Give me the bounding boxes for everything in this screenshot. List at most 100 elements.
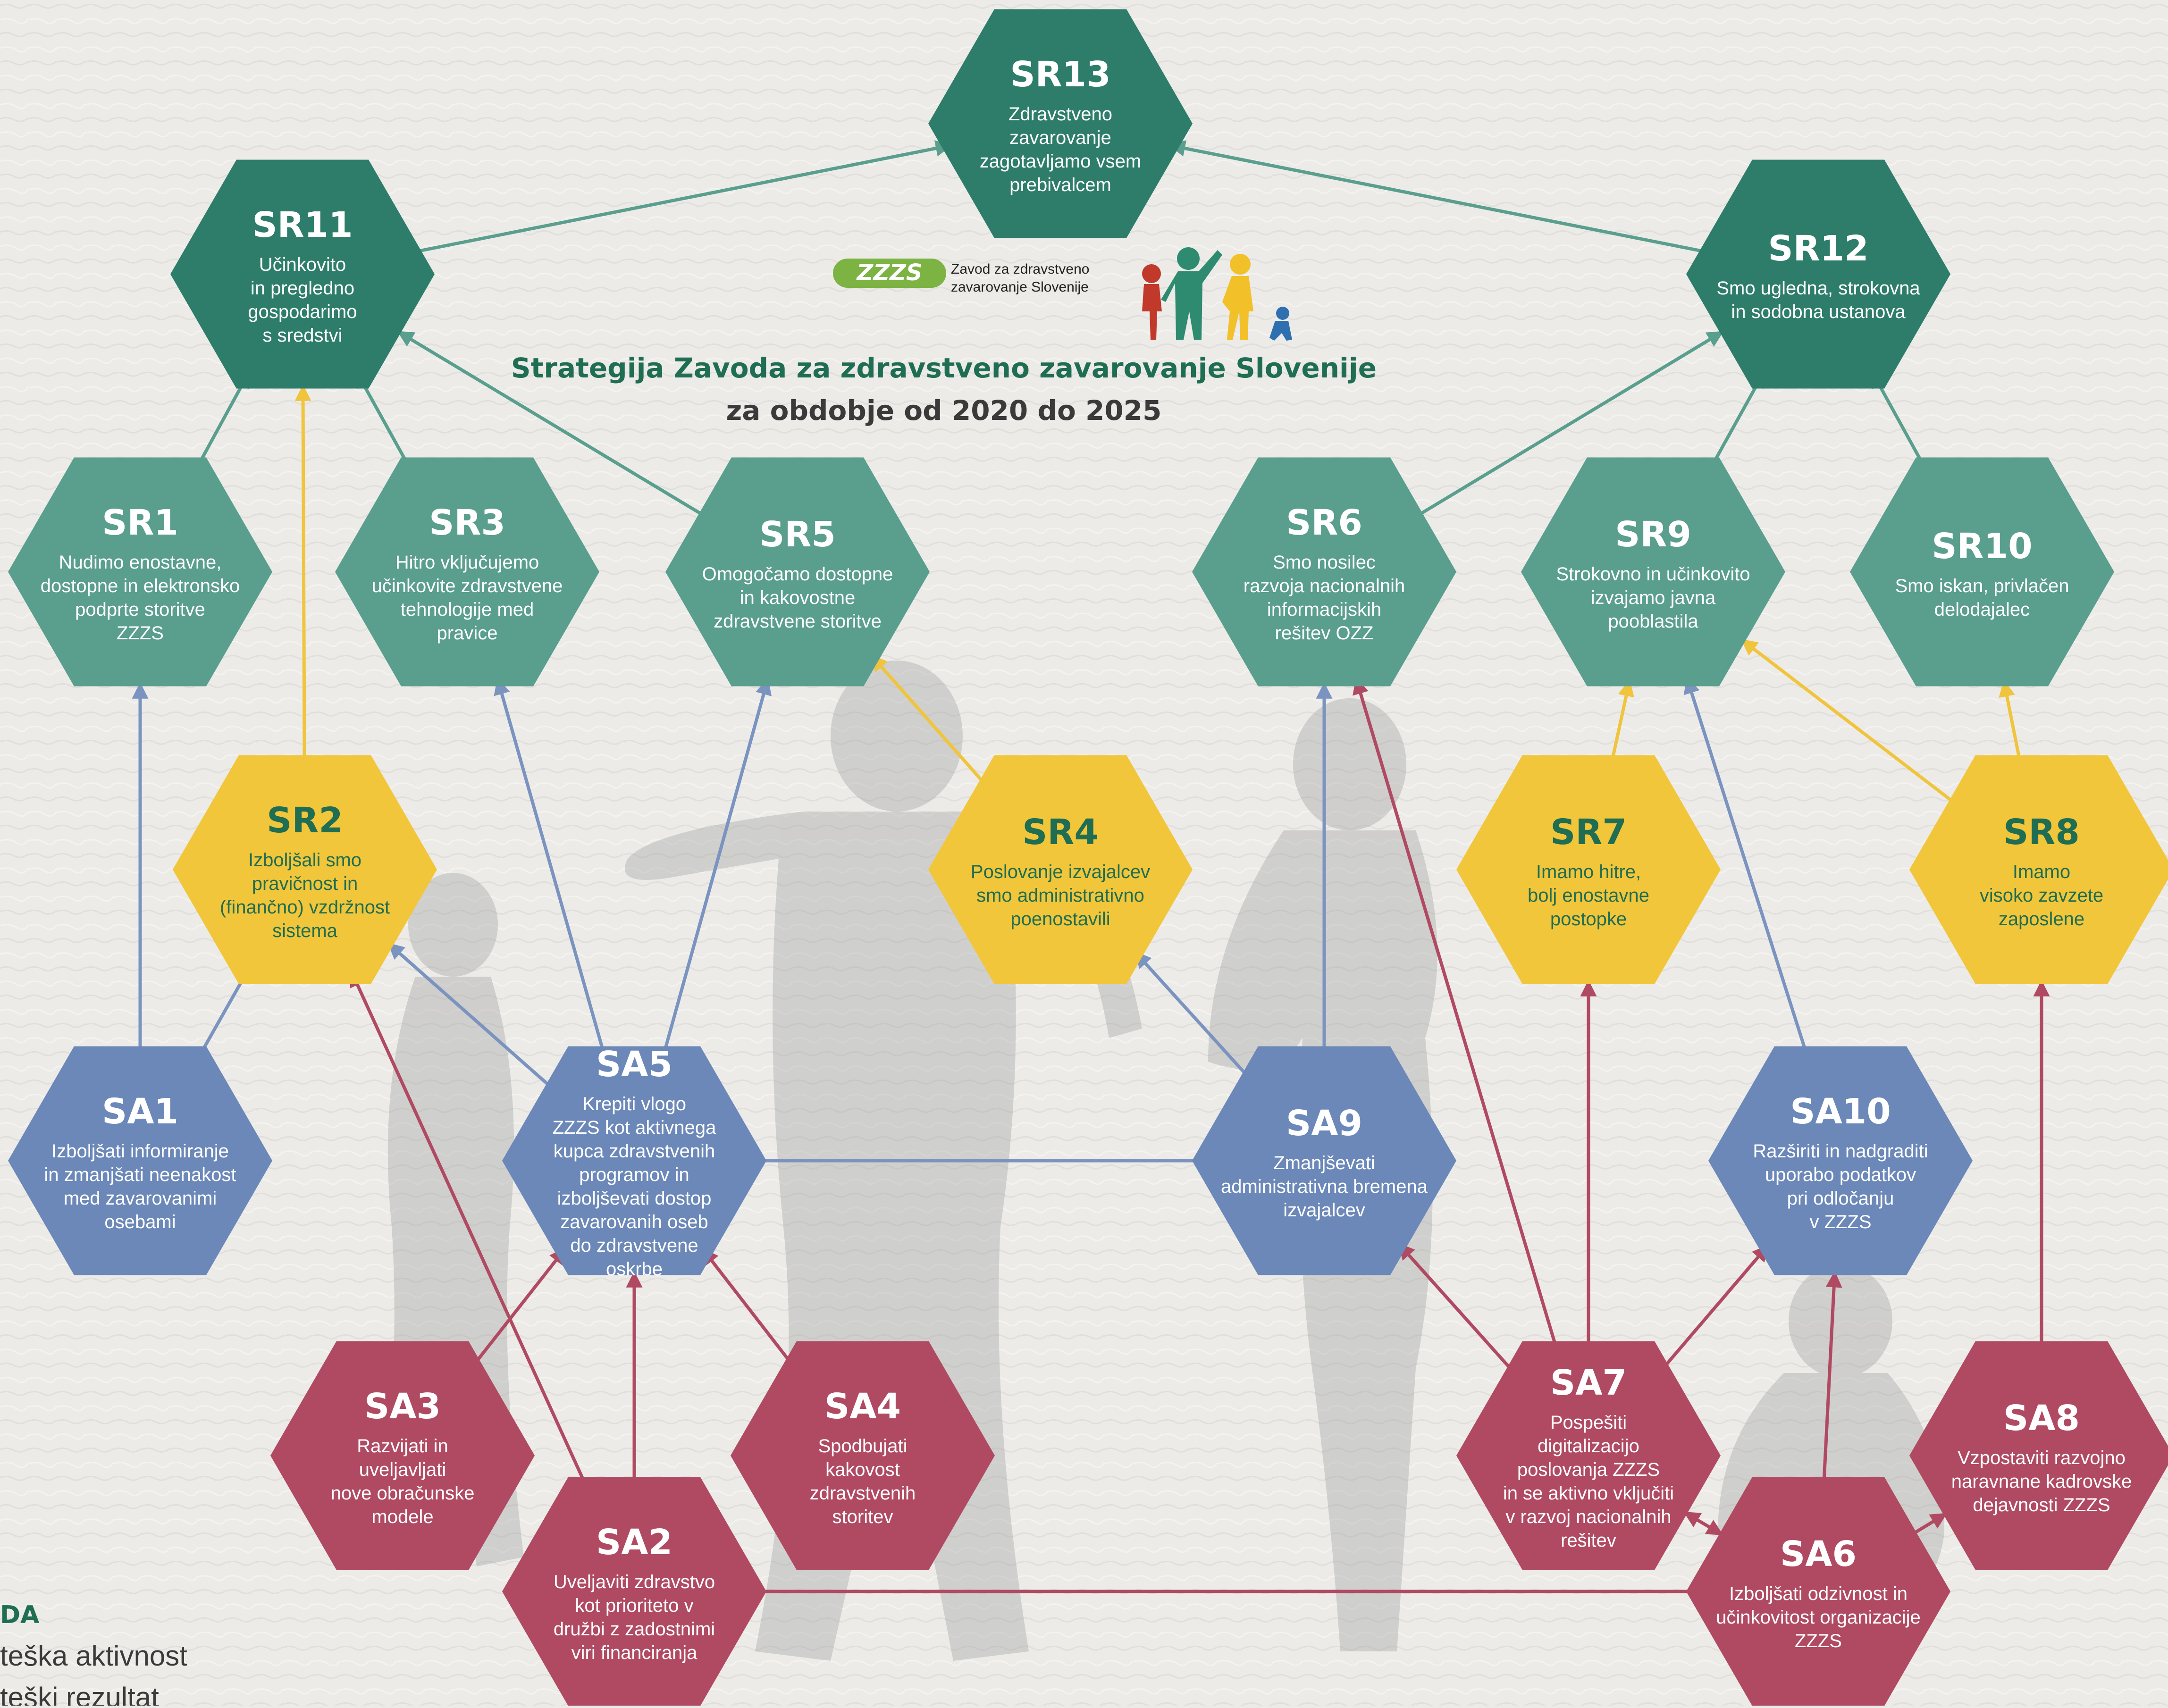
hexagon-label-line: poslovanja ZZZS (1517, 1459, 1660, 1480)
hexagon-label-line: Vzpostaviti razvojno (1958, 1448, 2126, 1468)
hexagon-label-line: uporabo podatkov (1765, 1164, 1916, 1185)
zzzs-logo-mark: ZZZS (856, 260, 923, 286)
arrow-sa6-to-sa8 (1914, 1513, 1948, 1534)
strategy-title-line1: Strategija Zavoda za zdravstveno zavarov… (511, 352, 1377, 384)
hexagon-shape (928, 755, 1193, 984)
hexagon-label-line: Poslovanje izvajalcev (971, 862, 1150, 882)
arrow-sa1-to-sr2 (194, 965, 251, 1063)
hexagon-label-line: nove obračunske (331, 1483, 475, 1504)
hexagon-code: SA10 (1790, 1091, 1891, 1132)
arrow-sr7-to-sr9 (1611, 679, 1635, 759)
hexagon-code: SR6 (1286, 502, 1362, 543)
hexagon-label-line: družbi z zadostnimi (554, 1619, 715, 1640)
hexagon-label-line: Strokovno in učinkovito (1556, 564, 1750, 585)
arrow-sa5-to-sr3 (494, 678, 605, 1052)
hexagon-label-line: s sredstvi (263, 325, 343, 346)
hexagon-label-line: med zavarovanimi (64, 1188, 217, 1209)
hexagon-shape (8, 457, 272, 687)
figure-yellow-body (1222, 276, 1253, 340)
hexagon-shape (1850, 457, 2114, 687)
hexagon-code: SA7 (1550, 1363, 1627, 1403)
hexagon-label-line: do zdravstvene (570, 1235, 698, 1256)
arrow-sa3-to-sa5 (471, 1247, 566, 1367)
arrow-sa5-to-sr2 (387, 942, 550, 1087)
hexagon-shape (335, 457, 599, 687)
hexagon-shape (1909, 755, 2168, 984)
hexagon-label-line: Krepiti vlogo (582, 1094, 686, 1114)
arrow-sa9-to-sr4 (1134, 951, 1249, 1078)
hexagon-label-line: programov in (579, 1164, 689, 1185)
hexagon-label-line: Nudimo enostavne, (59, 552, 222, 573)
arrow-sa7-to-sa9 (1398, 1243, 1514, 1372)
hexagon-label-line: izboljševati dostop (557, 1188, 712, 1209)
hexagon-label-line: delodajalec (1934, 599, 2030, 620)
arrow-sa4-to-sa5 (702, 1248, 795, 1367)
hexagon-code: SR9 (1615, 514, 1691, 555)
hexagon-label-line: Razširiti in nadgraditi (1753, 1141, 1928, 1162)
hexagon-label-line: učinkovite zdravstvene (372, 576, 563, 596)
hexagon-code: SA3 (364, 1386, 441, 1427)
hexagon-shape (1521, 457, 1785, 687)
hexagon-label-line: Smo iskan, privlačen (1895, 576, 2069, 596)
figure-red-head (1142, 264, 1161, 283)
hexagon-label-line: prebivalcem (1009, 175, 1111, 195)
hexagon-label-line: Smo nosilec (1273, 552, 1376, 573)
hexagon-code: SR1 (102, 502, 178, 543)
hexagon-label-line: smo administrativno (976, 885, 1144, 906)
figure-blue-body (1269, 321, 1292, 341)
hexagon-label-line: uveljavljati (359, 1459, 446, 1480)
arrow-sa5-to-sr5 (663, 678, 772, 1052)
strategy-title-line2: za obdobje od 2020 do 2025 (726, 394, 1162, 427)
hexagon-label-line: zavarovanje (1009, 127, 1111, 148)
arrow-sr6-to-sr12 (1420, 331, 1724, 515)
hexagon-code: SR10 (1932, 526, 2032, 567)
hexagon-code: SR8 (2003, 812, 2080, 853)
hexagon-code: SR5 (759, 514, 836, 555)
figure-blue-head (1276, 307, 1289, 320)
legend-item-result: teški rezultat (0, 1682, 159, 1706)
hexagon-label-line: oskrbe (606, 1259, 663, 1280)
hexagon-code: SR12 (1768, 228, 1868, 269)
hexagon-label-line: Hitro vključujemo (395, 552, 539, 573)
silhouette-woman-head (1293, 698, 1406, 830)
hexagon-label-line: Omogočamo dostopne (702, 564, 893, 585)
hexagon-label-line: informacijskih (1267, 599, 1381, 620)
hexagon-code: SA1 (102, 1091, 178, 1132)
hexagon-label-line: administrativna bremena (1221, 1176, 1428, 1197)
arrow-sr8-to-sr9 (1740, 639, 1953, 802)
zzzs-logo-name-line2: zavarovanje Slovenije (951, 279, 1089, 295)
hexagon-label-line: Zdravstveno (1008, 104, 1112, 125)
hexagon-label-line: kot prioriteto v (575, 1595, 693, 1616)
hexagon-label-line: sistema (272, 921, 338, 941)
hexagon-label-line: zaposlene (1999, 909, 2084, 929)
figure-green-body (1161, 250, 1222, 340)
hexagon-label-line: zdravstvene storitve (714, 611, 882, 632)
hexagon-shape (270, 1341, 535, 1570)
hexagon-label-line: pri odločanju (1787, 1188, 1894, 1209)
hexagon-label-line: pravice (437, 623, 498, 644)
hexagon-sa4: SA4Spodbujatikakovostzdravstvenihstorite… (731, 1341, 995, 1570)
arrow-sr2-to-sr11 (294, 384, 311, 756)
arrow-sr5-to-sr11 (397, 331, 701, 515)
hexagon-shape (502, 1046, 766, 1275)
hexagon-code: SA6 (1780, 1534, 1857, 1574)
arrow-sr4-to-sr5 (870, 654, 987, 786)
hexagon-label-line: zagotavljamo vsem (980, 151, 1141, 172)
hexagon-shape (170, 159, 435, 389)
hexagon-label-line: Pospešiti (1550, 1412, 1627, 1433)
hexagon-code: SA9 (1286, 1103, 1362, 1144)
hexagon-label-line: postopke (1550, 909, 1627, 929)
silhouette-man-body (625, 812, 1142, 1661)
hexagon-label-line: in se aktivno vključiti (1503, 1483, 1674, 1504)
hexagon-label-line: zdravstvenih (810, 1483, 916, 1504)
